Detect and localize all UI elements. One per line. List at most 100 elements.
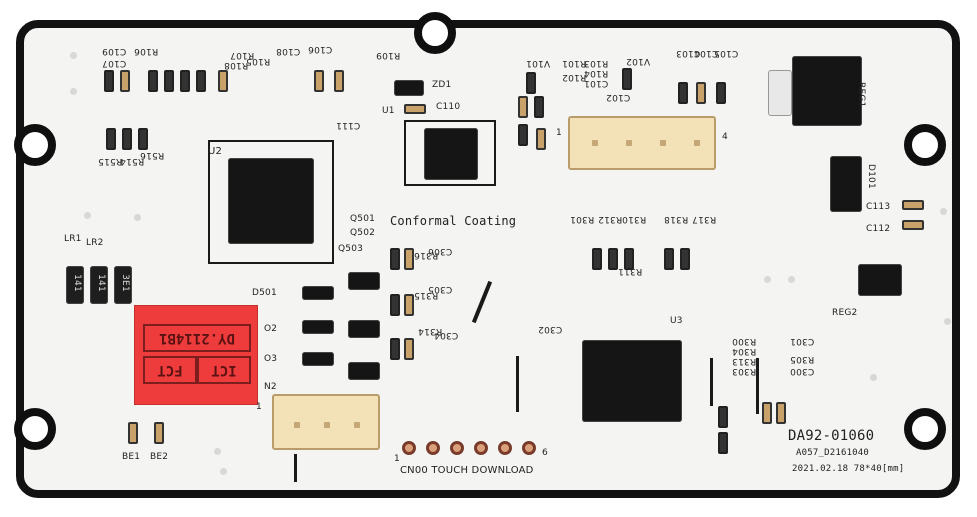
smd-capacitor xyxy=(218,70,228,92)
header-pad-5 xyxy=(498,441,512,455)
smd-capacitor xyxy=(762,402,772,424)
inductor-mark-1: 141 xyxy=(71,274,82,292)
inductor-3 xyxy=(114,266,132,304)
header-pad-6 xyxy=(522,441,536,455)
label-v101: V101 xyxy=(526,58,551,68)
via-dot xyxy=(70,88,77,95)
mounting-hole-left-lower xyxy=(14,408,56,450)
via-dot xyxy=(944,318,951,325)
label-c113: C113 xyxy=(866,202,891,212)
label-c102: C102 xyxy=(606,92,631,102)
label-c300: C300 xyxy=(790,366,815,376)
label-c110: C110 xyxy=(436,102,461,112)
smd-resistor xyxy=(148,70,158,92)
label-r516: R516 xyxy=(140,150,165,160)
via-dot xyxy=(870,374,877,381)
via-dot xyxy=(940,208,947,215)
transistor-q502 xyxy=(348,320,380,338)
smd-resistor xyxy=(390,338,400,360)
label-header-pin1: 1 xyxy=(394,454,400,464)
smd-capacitor xyxy=(120,70,130,92)
label-c108: C108 xyxy=(276,46,301,56)
label-cn-right-pin4: 4 xyxy=(722,132,728,142)
marker-line xyxy=(471,280,493,324)
smd-capacitor xyxy=(404,248,414,270)
label-r108: R108 xyxy=(224,60,249,70)
label-r310: R310 xyxy=(622,214,647,224)
label-d3: O3 xyxy=(264,354,278,364)
mounting-hole-right-upper xyxy=(904,124,946,166)
header-pad-1 xyxy=(402,441,416,455)
inductor-mark-2: 141 xyxy=(95,274,106,292)
marker-line xyxy=(294,454,297,482)
label-r300: R300 xyxy=(732,336,757,346)
label-q501: Q501 xyxy=(350,214,376,224)
label-r106: R106 xyxy=(134,46,159,56)
inductor-2 xyxy=(90,266,108,304)
label-be1: BE1 xyxy=(122,452,141,462)
via-dot xyxy=(214,448,221,455)
smd-capacitor xyxy=(404,104,426,114)
smd-capacitor xyxy=(696,82,706,104)
label-reg1: REG1 xyxy=(856,82,866,108)
smd-resistor xyxy=(678,82,688,104)
label-programming-header: CN00 TOUCH DOWNLOAD xyxy=(400,465,534,476)
label-q502: Q502 xyxy=(350,228,376,238)
smd-resistor xyxy=(608,248,618,270)
marker-line xyxy=(710,358,713,406)
header-pad-3 xyxy=(450,441,464,455)
sticker-ict: ICT xyxy=(197,356,251,384)
smd-resistor xyxy=(390,294,400,316)
diode-d503 xyxy=(302,352,334,366)
sticker-code: DY.2114B1 xyxy=(143,324,251,352)
smd-capacitor xyxy=(314,70,324,92)
label-c111: C111 xyxy=(336,120,361,130)
smd-v102 xyxy=(622,68,632,90)
label-r515: R515 xyxy=(98,156,123,166)
mounting-hole-right-lower xyxy=(904,408,946,450)
label-d101: D101 xyxy=(866,164,876,189)
label-r303: R303 xyxy=(732,366,757,376)
label-d501: D501 xyxy=(252,288,277,298)
header-pad-4 xyxy=(474,441,488,455)
connector-right-4pin xyxy=(568,116,716,170)
inductor-1 xyxy=(66,266,84,304)
smd-resistor xyxy=(106,128,116,150)
smd-be2 xyxy=(154,422,164,444)
via-dot xyxy=(84,212,91,219)
label-cn-right-pin1: 1 xyxy=(556,128,562,138)
smd-capacitor xyxy=(404,294,414,316)
smd-capacitor xyxy=(404,338,414,360)
u1-outline xyxy=(404,120,496,186)
smd-capacitor-c113 xyxy=(902,200,924,210)
label-c101: C101 xyxy=(584,78,609,88)
pcb-board: C107 C109 R106 R107 R108 R105 C108 C106 … xyxy=(14,12,960,498)
smd-resistor xyxy=(104,70,114,92)
regulator-reg1-tab xyxy=(768,70,792,116)
label-r104: R104 xyxy=(584,68,609,78)
transistor-q503 xyxy=(348,362,380,380)
label-c107: C107 xyxy=(102,58,127,68)
label-q503: Q503 xyxy=(338,244,364,254)
label-r313: R313 xyxy=(732,356,757,366)
smd-resistor xyxy=(718,406,728,428)
smd-be1 xyxy=(128,422,138,444)
ic-u1 xyxy=(424,128,478,180)
label-header-pin6: 6 xyxy=(542,448,548,458)
inductor-mark-3: 3E1 xyxy=(119,274,130,292)
smd-resistor xyxy=(534,96,544,118)
via-dot xyxy=(788,276,795,283)
marker-line xyxy=(756,358,759,414)
smd-resistor xyxy=(718,432,728,454)
label-c306: C306 xyxy=(428,246,453,256)
label-r301: R301 xyxy=(570,214,595,224)
diode-d501 xyxy=(302,286,334,300)
label-c106: C106 xyxy=(308,44,333,54)
label-u1: U1 xyxy=(382,106,395,116)
regulator-reg2 xyxy=(858,264,902,296)
transistor-q501 xyxy=(348,272,380,290)
smd-v101 xyxy=(526,72,536,94)
label-r109: R109 xyxy=(376,50,401,60)
smd-resistor xyxy=(518,124,528,146)
via-dot xyxy=(70,52,77,59)
